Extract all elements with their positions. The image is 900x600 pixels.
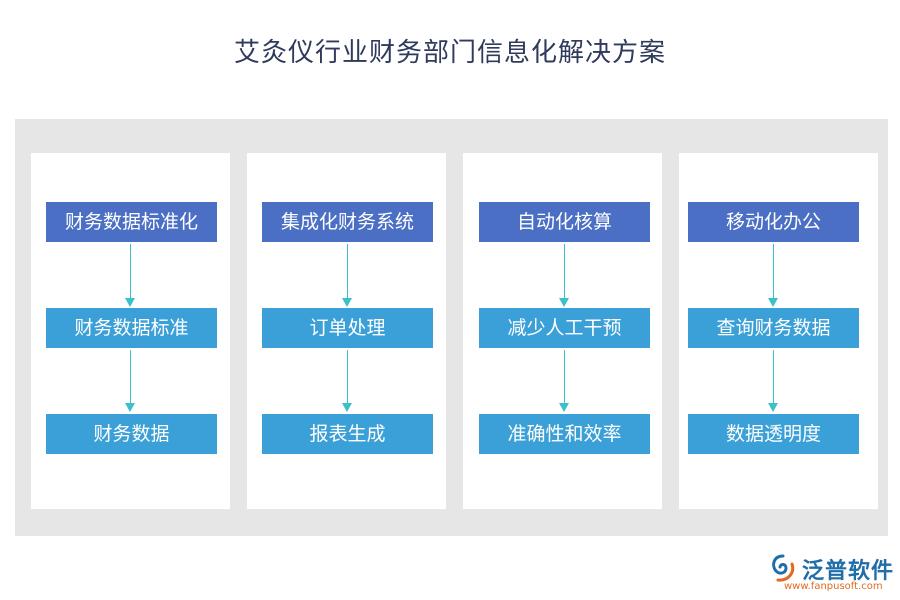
column-2-item-2: 报表生成	[262, 414, 433, 454]
arrow-3-1	[559, 244, 570, 307]
arrow-1-1	[125, 244, 136, 307]
arrow-1-2	[125, 350, 136, 412]
arrow-2-1	[342, 244, 353, 307]
column-3-header: 自动化核算	[479, 202, 650, 242]
column-2-item-1: 订单处理	[262, 308, 433, 348]
arrow-3-2	[559, 350, 570, 412]
diagram-title: 艾灸仪行业财务部门信息化解决方案	[233, 38, 666, 68]
column-3-item-1: 减少人工干预	[479, 308, 650, 348]
arrow-2-2	[342, 350, 353, 412]
logo-url-text: www.fanpusoft.com	[784, 581, 883, 592]
column-3-item-2: 准确性和效率	[479, 414, 650, 454]
column-4-item-2: 数据透明度	[688, 414, 859, 454]
column-1-item-1: 财务数据标准	[46, 308, 217, 348]
arrow-4-2	[768, 350, 779, 412]
column-1-header: 财务数据标准化	[46, 202, 217, 242]
logo-swirl-icon	[772, 554, 795, 582]
column-1-item-2: 财务数据	[46, 414, 217, 454]
arrow-4-1	[768, 244, 779, 307]
logo-brand-text: 泛普软件	[802, 559, 895, 584]
column-2-header: 集成化财务系统	[262, 202, 433, 242]
column-4-item-1: 查询财务数据	[688, 308, 859, 348]
column-4-header: 移动化办公	[688, 202, 859, 242]
brand-logo: 泛普软件 www.fanpusoft.com	[768, 551, 893, 595]
